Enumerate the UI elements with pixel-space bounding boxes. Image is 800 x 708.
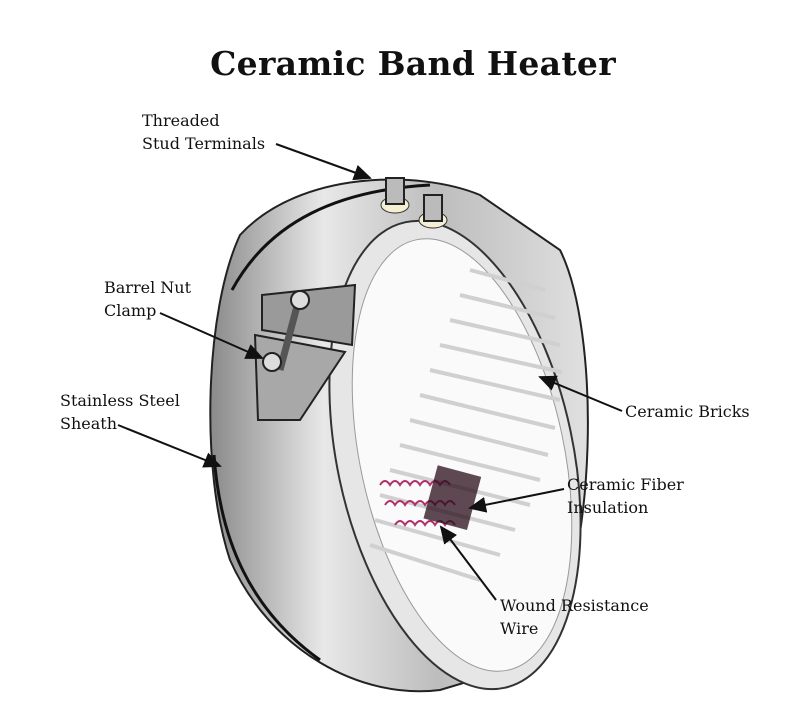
label-line: Insulation: [567, 498, 649, 517]
ceramic-fiber-insulation: [423, 465, 482, 530]
label-stainless-steel-sheath: Stainless Steel Sheath: [60, 389, 180, 435]
threaded-stud-terminals: [380, 177, 448, 229]
label-line: Wound Resistance: [500, 596, 649, 615]
label-line: Stainless Steel: [60, 391, 180, 410]
label-line: Clamp: [104, 301, 157, 320]
barrel-nut-clamp: [253, 283, 357, 421]
label-line: Wire: [500, 619, 539, 638]
label-wound-resistance-wire: Wound Resistance Wire: [500, 594, 649, 640]
label-ceramic-fiber-insulation: Ceramic Fiber Insulation: [567, 473, 684, 519]
diagram-title: Ceramic Band Heater: [210, 44, 616, 83]
label-line: Stud Terminals: [142, 134, 266, 153]
label-barrel-nut-clamp: Barrel Nut Clamp: [104, 276, 191, 322]
label-ceramic-bricks: Ceramic Bricks: [625, 402, 750, 421]
label-line: Threaded: [142, 111, 220, 130]
label-threaded-stud-terminals: Threaded Stud Terminals: [142, 109, 265, 155]
label-line: Sheath: [60, 414, 118, 433]
label-line: Barrel Nut: [104, 278, 191, 297]
label-line: Ceramic Fiber: [567, 475, 684, 494]
ceramic-bricks-interior: [328, 219, 582, 691]
leader-arrows: [117, 143, 623, 601]
